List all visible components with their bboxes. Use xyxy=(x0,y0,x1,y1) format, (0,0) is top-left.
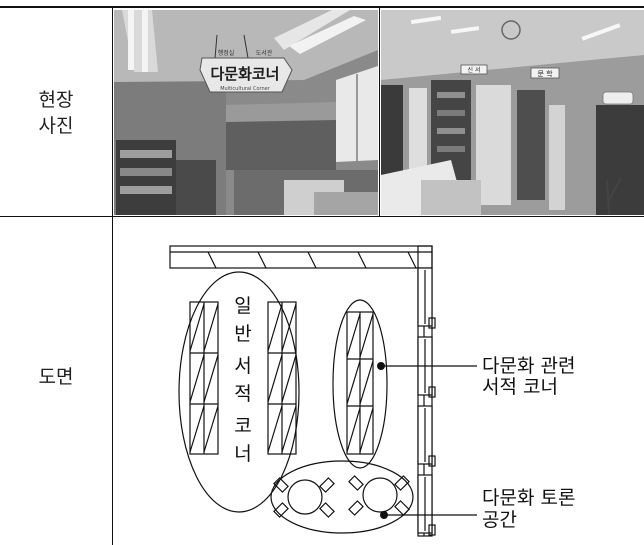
general-corner-char-3: 서 xyxy=(234,355,251,377)
general-corner-char-6: 너 xyxy=(234,443,251,465)
general-corner-char-1: 일 xyxy=(234,295,251,317)
row-label-line2: 사진 xyxy=(38,115,74,137)
sign-left-text: 신 서 xyxy=(468,66,481,74)
sign-small-label-1: 행정실 xyxy=(218,49,235,57)
general-corner-char-5: 코 xyxy=(234,415,251,437)
table-top-rule xyxy=(0,6,644,8)
row-label-site-photo: 현장 사진 xyxy=(0,87,112,139)
site-photo-multicultural-corner: 행정실 도서관 다문화코너 Multicultural Corner xyxy=(114,10,378,215)
photo-divider xyxy=(379,8,380,216)
sign-sub-text: Multicultural Corner xyxy=(220,86,271,92)
sign-main-text: 다문화코너 xyxy=(210,65,279,83)
sign-small-label-2: 도서관 xyxy=(256,49,273,57)
callout-discussion-line1: 다문화 토론 xyxy=(482,487,575,509)
callout-discussion-line2: 공간 xyxy=(482,509,517,531)
callout-multicultural-books-line1: 다문화 관련 xyxy=(482,355,575,377)
floorplan-drawing: 일 반 서 적 코 너 다문화 관련 서적 코너 다문화 토론 공간 xyxy=(169,245,575,537)
row-label-floorplan: 도면 xyxy=(0,364,112,390)
top-wall xyxy=(169,245,433,269)
callout-multicultural-books-line2: 서적 코너 xyxy=(482,376,558,398)
row-label-line1: 현장 xyxy=(38,89,74,111)
general-books-zone xyxy=(178,271,300,513)
label-column-divider xyxy=(112,8,113,545)
table-middle-rule xyxy=(0,216,644,217)
round-table-2 xyxy=(348,475,410,516)
sign-right-text: 문 학 xyxy=(537,69,553,78)
general-corner-char-2: 반 xyxy=(234,323,251,345)
multicultural-books-zone xyxy=(332,299,388,469)
site-photo-library-shelves: 신 서 문 학 xyxy=(381,10,644,215)
round-table-1 xyxy=(273,477,335,518)
general-corner-char-4: 적 xyxy=(234,383,251,405)
row-label-floorplan-text: 도면 xyxy=(38,366,74,388)
discussion-zone xyxy=(270,460,414,534)
